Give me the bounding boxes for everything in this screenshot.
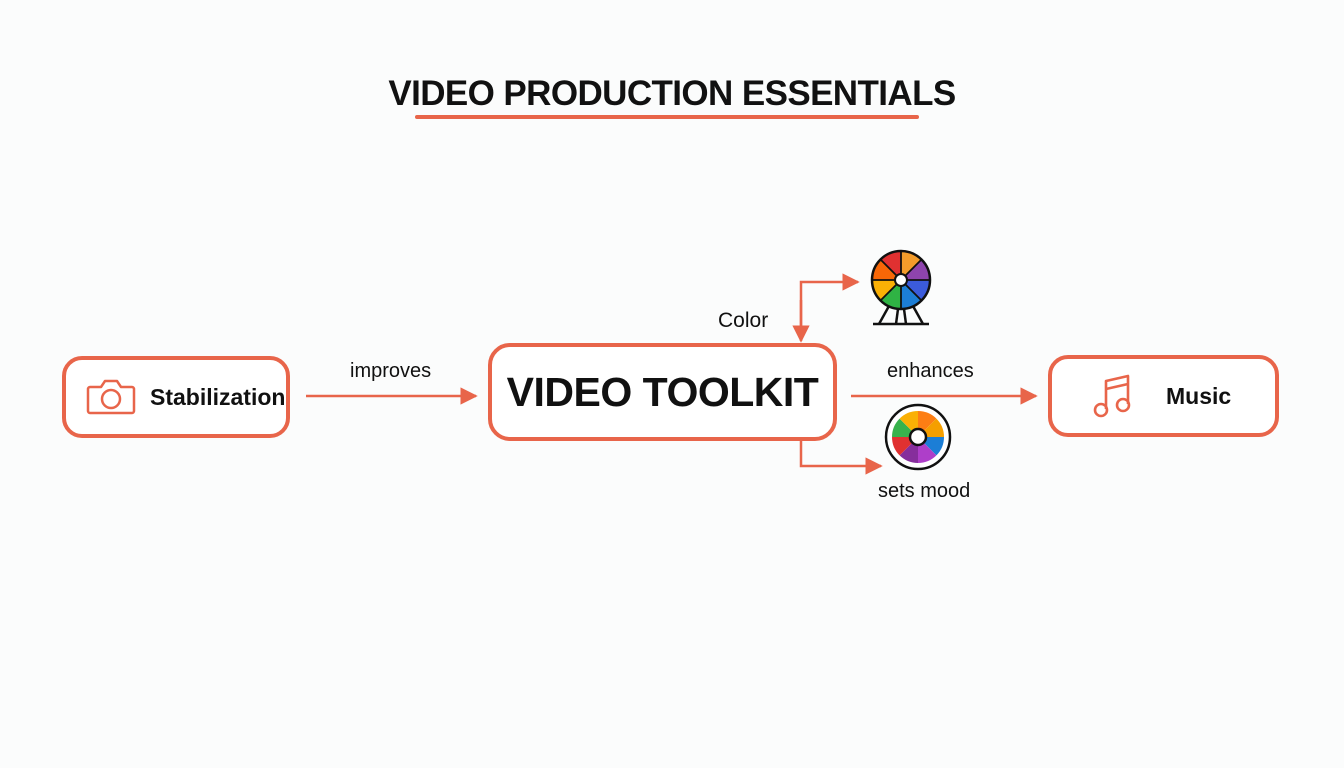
node-music: Music xyxy=(1048,355,1279,437)
music-note-icon xyxy=(1093,374,1131,418)
edge-color-branch-right xyxy=(799,273,860,340)
node-video-toolkit: VIDEO TOOLKIT xyxy=(488,343,837,441)
video-toolkit-label: VIDEO TOOLKIT xyxy=(506,368,819,415)
edge-sets-mood-arrow xyxy=(799,440,883,475)
diagram-title: VIDEO PRODUCTION ESSENTIALS xyxy=(388,74,956,113)
stabilization-label: Stabilization xyxy=(150,383,286,410)
title-underline xyxy=(415,115,919,119)
edge-label-color: Color xyxy=(718,309,769,332)
node-stabilization: Stabilization xyxy=(62,356,290,438)
edge-label-sets-mood: sets mood xyxy=(878,480,971,502)
edge-label-enhances: enhances xyxy=(887,360,974,382)
music-label: Music xyxy=(1166,382,1232,409)
camera-icon xyxy=(86,379,136,415)
edge-label-improves: improves xyxy=(350,360,432,382)
